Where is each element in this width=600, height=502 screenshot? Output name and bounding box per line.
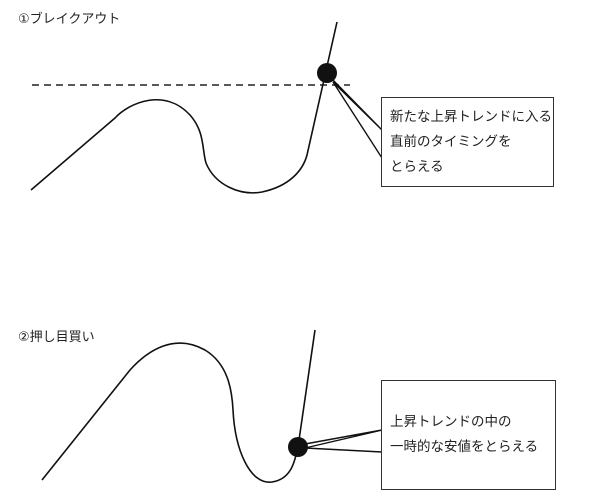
pullback-callout-pointer — [304, 429, 383, 453]
breakout-callout-pointer — [332, 79, 383, 159]
breakout-callout-box: 新たな上昇トレンドに入る 直前のタイミングを とらえる — [381, 97, 554, 187]
breakout-title: ①ブレイクアウト — [18, 12, 121, 27]
callout-line: 直前のタイミングを — [390, 133, 512, 150]
callout-line: 一時的な安値をとらえる — [390, 439, 539, 455]
breakout-price-curve — [30, 21, 338, 194]
callout-line: とらえる — [390, 158, 444, 175]
callout-line: 上昇トレンドの中の — [390, 414, 512, 430]
pullback-callout-box: 上昇トレンドの中の 一時的な安値をとらえる — [381, 380, 556, 490]
pullback-title: ②押し目買い — [18, 330, 95, 345]
callout-line: 新たな上昇トレンドに入る — [390, 108, 552, 125]
breakout-point-marker — [317, 63, 337, 83]
pullback-point-marker — [288, 437, 308, 457]
pullback-price-curve — [41, 329, 316, 483]
